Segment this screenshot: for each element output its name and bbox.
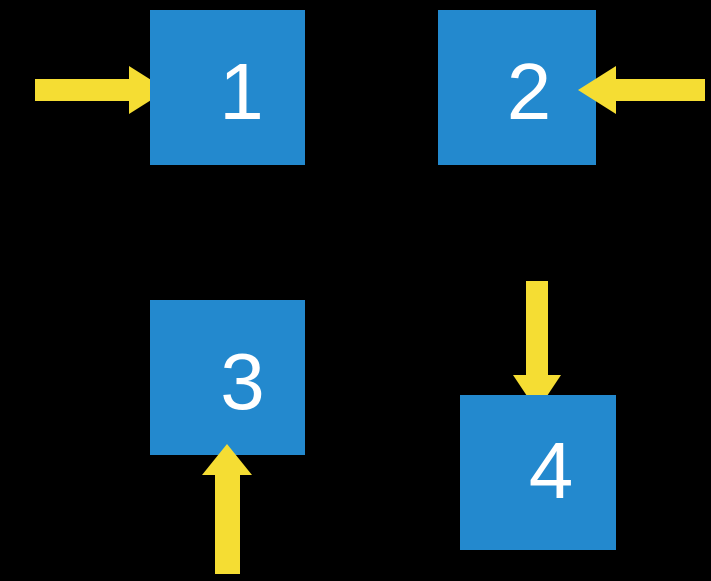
box-2[interactable]: 2 [438,10,596,165]
box-3[interactable]: 3 [150,300,305,455]
box-1[interactable]: 1 [150,10,305,165]
arrow-up-icon [202,444,252,574]
box-2-label: 2 [506,47,552,136]
arrow-left-icon [578,66,705,114]
box-4[interactable]: 4 [460,395,616,550]
arrow-down-icon [513,281,561,411]
arrow-right-icon [35,66,167,114]
box-4-label: 4 [528,426,574,515]
box-1-label: 1 [219,47,264,136]
box-3-label: 3 [220,337,265,426]
